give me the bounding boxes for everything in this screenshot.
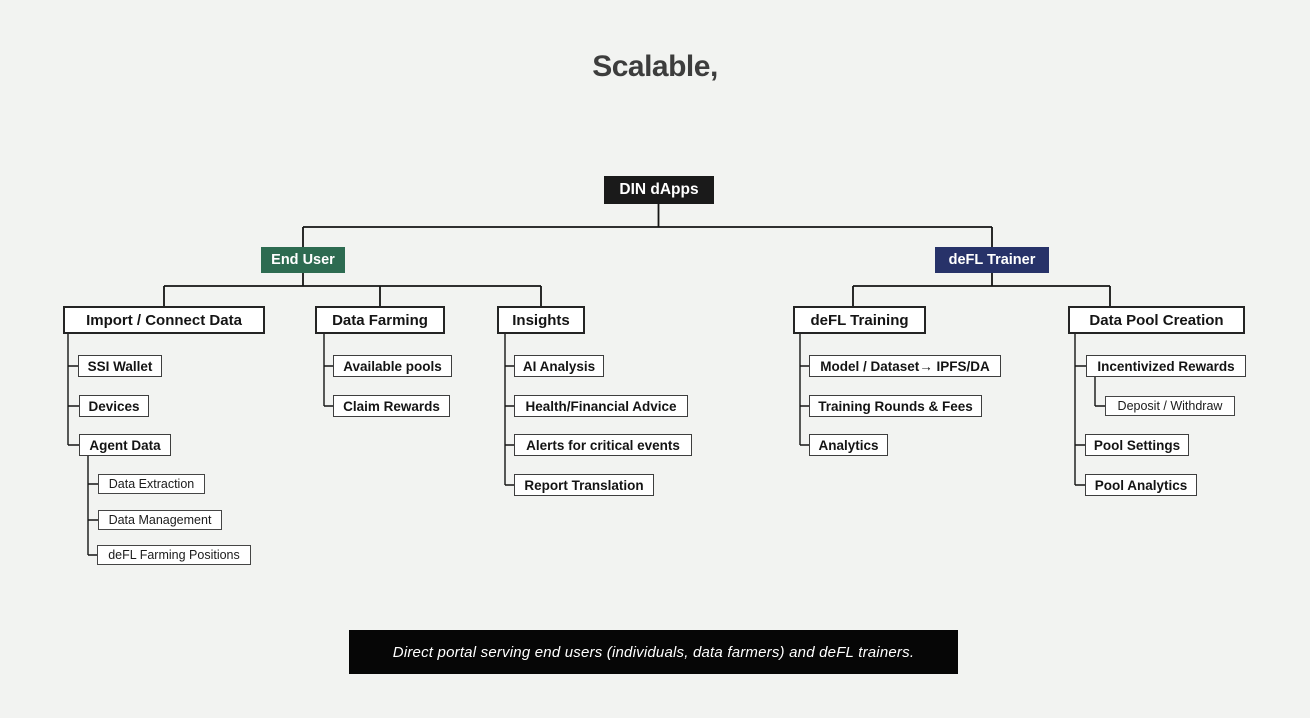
- node-data-management: Data Management: [98, 510, 222, 530]
- connector-agent-data-children: [87, 456, 98, 556]
- node-ssi-wallet: SSI Wallet: [78, 355, 162, 377]
- node-pool-settings: Pool Settings: [1085, 434, 1189, 456]
- node-model-dataset-ipfs-da: Model / Dataset→ IPFS/DA: [809, 355, 1001, 377]
- node-health-financial-advice: Health/Financial Advice: [514, 395, 688, 417]
- node-data-farming: Data Farming: [315, 306, 445, 334]
- node-claim-rewards: Claim Rewards: [333, 395, 450, 417]
- node-data-pool-creation: Data Pool Creation: [1068, 306, 1245, 334]
- node-devices: Devices: [79, 395, 149, 417]
- connector-defl-training-items: [799, 334, 809, 446]
- connector-incentivized-child: [1094, 377, 1105, 407]
- node-din-dapps: DIN dApps: [604, 176, 714, 204]
- connector-root-to-branches: [302, 204, 993, 247]
- node-ai-analysis: AI Analysis: [514, 355, 604, 377]
- connector-defl-trainer-to-groups: [852, 273, 1111, 306]
- caption-text: Direct portal serving end users (individ…: [392, 643, 915, 661]
- connector-data-farming-items: [323, 334, 333, 407]
- connector-import-connect-items: [67, 334, 79, 446]
- node-alerts-critical-events: Alerts for critical events: [514, 434, 692, 456]
- connector-data-pool-items: [1074, 334, 1086, 486]
- node-insights: Insights: [497, 306, 585, 334]
- node-deposit-withdraw: Deposit / Withdraw: [1105, 396, 1235, 416]
- page-title: Scalable,: [592, 50, 718, 83]
- node-incentivized-rewards: Incentivized Rewards: [1086, 355, 1246, 377]
- node-training-rounds-fees: Training Rounds & Fees: [809, 395, 982, 417]
- node-data-extraction: Data Extraction: [98, 474, 205, 494]
- node-pool-analytics: Pool Analytics: [1085, 474, 1197, 496]
- node-agent-data: Agent Data: [79, 434, 171, 456]
- connector-end-user-to-groups: [163, 273, 542, 306]
- node-import-connect-data: Import / Connect Data: [63, 306, 265, 334]
- node-defl-training: deFL Training: [793, 306, 926, 334]
- node-report-translation: Report Translation: [514, 474, 654, 496]
- node-defl-trainer: deFL Trainer: [935, 247, 1049, 273]
- node-defl-farming-positions: deFL Farming Positions: [97, 545, 251, 565]
- caption-banner: Direct portal serving end users (individ…: [349, 630, 958, 674]
- node-available-pools: Available pools: [333, 355, 452, 377]
- node-end-user: End User: [261, 247, 345, 273]
- node-analytics: Analytics: [809, 434, 888, 456]
- connector-insights-items: [504, 334, 514, 486]
